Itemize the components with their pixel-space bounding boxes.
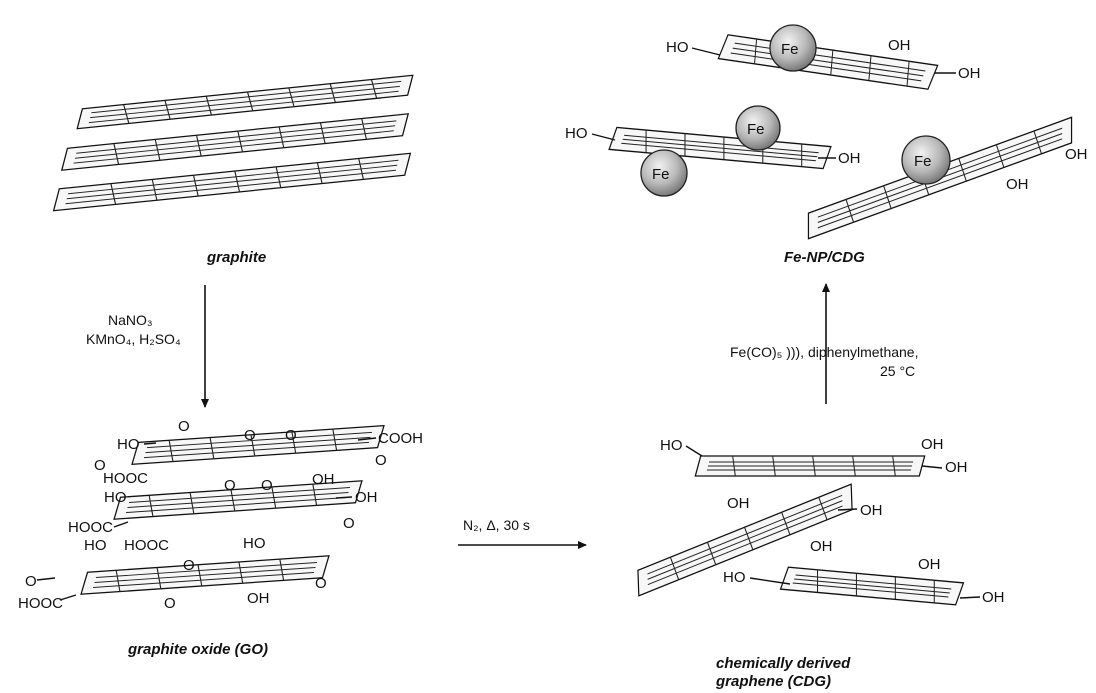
fe-np-cdg: HO OH OH HO OH OH OH Fe Fe Fe Fe [565,25,1088,239]
ho-group: HO [660,437,683,454]
oh-group: OH [945,459,968,476]
graphite-stack [54,75,413,210]
oh-group: OH [888,37,911,54]
ho-group: HO [84,537,107,554]
epoxide-o: O [164,595,176,612]
iron-nanoparticle: Fe [736,106,780,150]
cdg-label-line-1: chemically derived [716,655,851,672]
oh-group: OH [355,489,378,506]
oh-group: OH [982,589,1005,606]
graphene-sheet [132,426,384,465]
oh-group: OH [810,538,833,555]
oh-group: OH [1065,146,1088,163]
cdg-label-line-2: graphene (CDG) [715,673,831,690]
hooc-group: HOOC [68,519,113,536]
svg-text:Fe: Fe [914,153,932,170]
epoxide-o: O [375,452,387,469]
oxidant-line-2: KMnO₄, H₂SO₄ [86,331,181,347]
epoxide-o: O [315,575,327,592]
cooh-group: COOH [378,430,423,447]
reduction-conditions: N₂, Δ, 30 s [463,517,530,533]
oh-group: OH [918,556,941,573]
graphene-sheet [695,456,924,476]
ho-group: HO [723,569,746,586]
fe-conditions-line-2: 25 °C [880,363,915,379]
ho-group: HO [243,535,266,552]
oxidant-line-1: NaNO₃ [108,312,153,328]
svg-text:Fe: Fe [781,41,799,58]
oh-group: OH [247,590,270,607]
graphite-label: graphite [206,249,266,266]
iron-nanoparticle: Fe [770,25,816,71]
oh-group: OH [860,502,883,519]
svg-text:Fe: Fe [652,166,670,183]
oh-group: OH [958,65,981,82]
epoxide-o: O [178,418,190,435]
oh-group: OH [838,150,861,167]
svg-text:Fe: Fe [747,121,765,138]
ho-group: HO [565,125,588,142]
epoxide-o: O [183,557,195,574]
hooc-group: HOOC [103,470,148,487]
cdg-sheets: HO OH OH OH OH OH OH HO OH [638,436,1005,606]
epoxide-o: O [261,477,273,494]
oh-group: OH [312,471,335,488]
epoxide-o: O [25,573,37,590]
hooc-group: HOOC [124,537,169,554]
graphite-oxide-stack: HO O O O COOH O HOOC O O O OH HO OH HOOC… [18,418,423,612]
ho-group: HO [117,436,140,453]
oh-group: OH [921,436,944,453]
iron-nanoparticle: Fe [641,150,687,196]
oh-group: OH [1006,176,1029,193]
go-label: graphite oxide (GO) [127,641,268,658]
oh-group: OH [727,495,750,512]
fe-np-cdg-label: Fe-NP/CDG [784,249,865,266]
hooc-group: HOOC [18,595,63,612]
iron-nanoparticle: Fe [902,136,950,184]
epoxide-o: O [343,515,355,532]
ho-group: HO [666,39,689,56]
graphene-sheet [81,556,329,594]
epoxide-o: O [285,427,297,444]
fe-conditions-line-1: Fe(CO)₅ ))), diphenylmethane, [730,344,918,360]
graphene-sheet [609,127,831,168]
epoxide-o: O [244,427,256,444]
ho-group: HO [104,489,127,506]
epoxide-o: O [224,477,236,494]
